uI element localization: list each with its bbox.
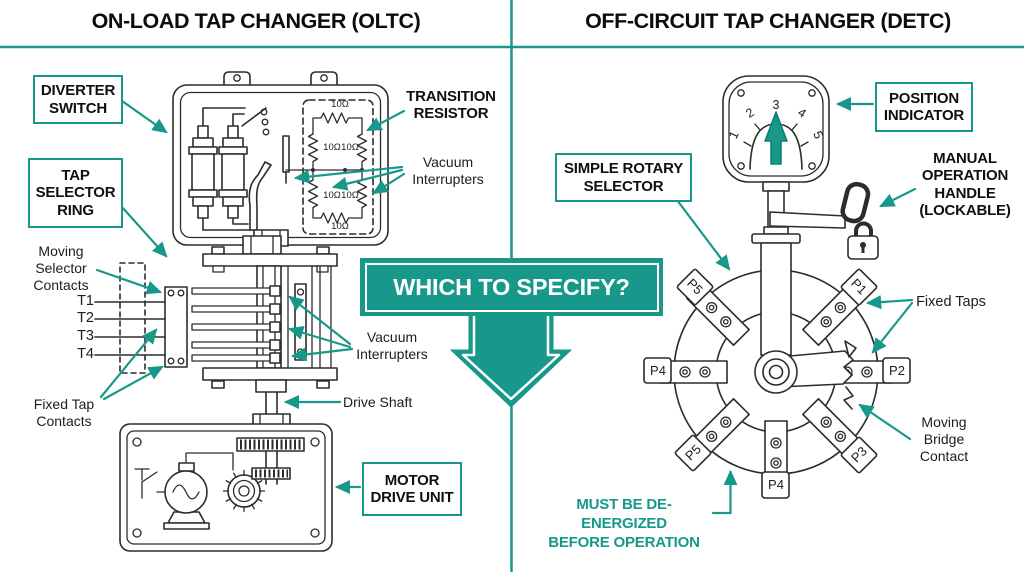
simple-rotary-selector-label: SIMPLE ROTARY SELECTOR [555,153,692,202]
vacuum-interrupters-top-label: Vacuum Interrupters [412,154,484,188]
tap-selector-ring-label: TAP SELECTOR RING [28,158,123,228]
gear [222,469,266,513]
drive-shaft-label: Drive Shaft [343,394,413,410]
moving-selector-contacts-label: Moving Selector Contacts [33,243,89,294]
position-indicator-label: POSITION INDICATOR [875,82,973,132]
fixed-tap-contacts-label: Fixed Tap Contacts [33,396,95,430]
moving-bridge-contact-label: Moving Bridge Contact [919,414,969,465]
resistor-value-mid-left: 10Ω [323,142,341,153]
motor-symbol [163,452,234,530]
de-energized-warning: MUST BE DE-ENERGIZED BEFORE OPERATION [548,496,700,551]
tap-t1-label: T1 [77,293,94,309]
callout-arrows [95,96,917,515]
transition-resistor-label: TRANSITION RESISTOR [406,88,496,123]
tap-t3-label: T3 [77,328,94,344]
resistor-value-low-right: 10Ω [341,190,359,201]
handle-and-shaft [751,181,879,260]
tap-selector-drawing [94,235,338,440]
padlock [847,221,879,260]
fixed-taps-label: Fixed Taps [916,294,986,310]
port-e-label: P2 [889,363,905,378]
position-indicator-dial [722,75,830,183]
motor-drive-unit-label: MOTOR DRIVE UNIT [362,462,462,516]
resistor-value-bottom: 10Ω [331,221,349,232]
port-tags [643,268,911,499]
motor-switch-symbol [134,468,166,499]
tap-t2-label: T2 [77,310,94,326]
diverter-vacuum-interrupter-cylinders [188,125,248,219]
which-to-specify-banner: WHICH TO SPECIFY? [360,258,663,316]
manual-operation-handle-label: MANUAL OPERATION HANDLE (LOCKABLE) [919,150,1011,220]
diverter-switch-drawing [172,71,389,247]
selector-contact-strips [191,285,281,364]
diverter-switch-contacts [241,107,290,231]
fixed-tap-strips [660,282,892,488]
rotary-selector-drawing [643,242,911,499]
right-title: OFF-CIRCUIT TAP CHANGER (DETC) [585,9,951,33]
tap-lines [94,301,166,356]
port-w-label: P4 [650,363,666,378]
which-to-specify-arrow [449,315,573,408]
dial-number-3: 3 [772,98,780,112]
diverter-switch-label: DIVERTER SWITCH [33,75,123,124]
vacuum-interrupters-bottom-label: Vacuum Interrupters [356,329,428,363]
tap-t4-label: T4 [77,346,94,362]
dial-pointer [764,111,788,165]
which-to-specify-text: WHICH TO SPECIFY? [364,262,659,312]
resistor-value-top: 10Ω [331,99,349,110]
port-s-label: P4 [768,477,784,492]
worm-gears [236,437,305,485]
motor-drive-unit-drawing [119,423,333,552]
resistor-value-low-left: 10Ω [323,190,341,201]
left-title: ON-LOAD TAP CHANGER (OLTC) [91,9,421,33]
resistor-value-mid-right: 10Ω [341,142,359,153]
